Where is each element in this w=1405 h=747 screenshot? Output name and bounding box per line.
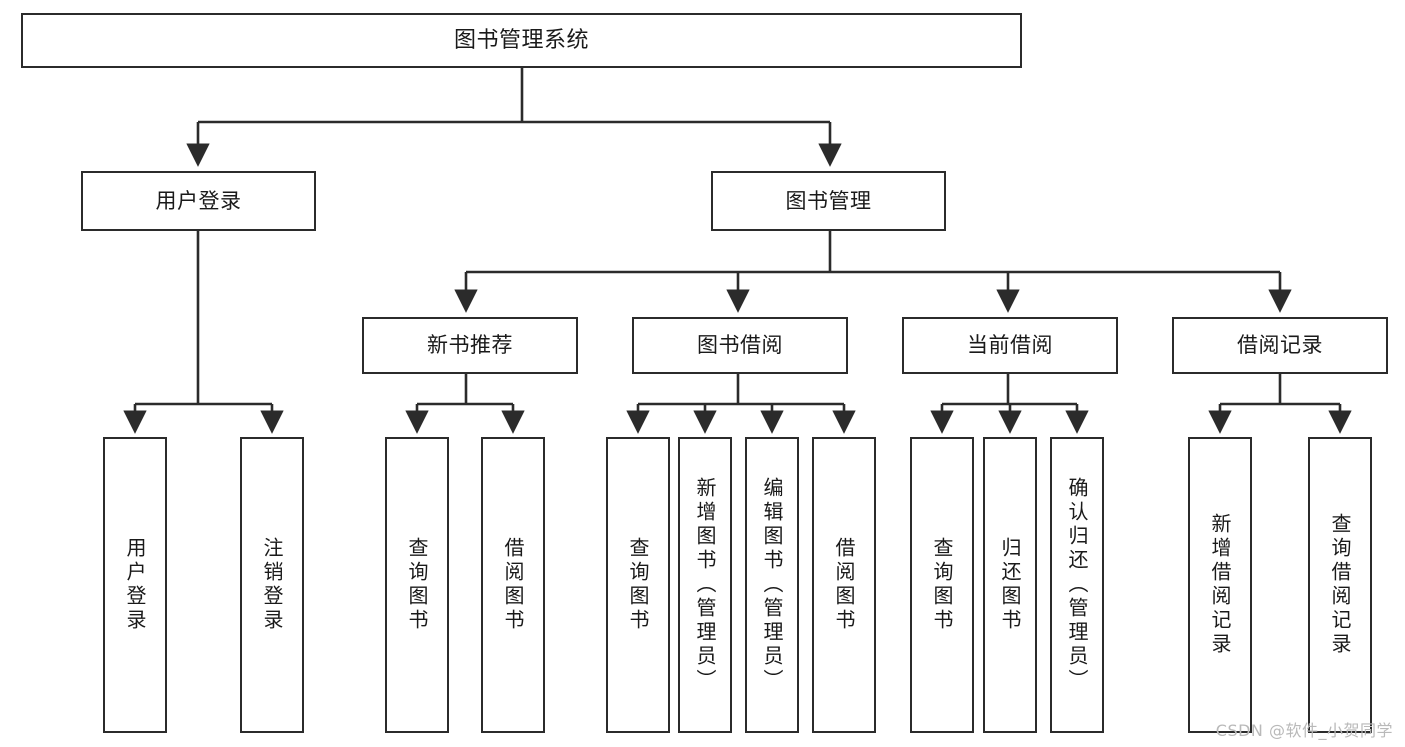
leaf-add-book[interactable]: 新增图书（管理员） — [678, 437, 732, 733]
edge-root-to-level2 — [186, 68, 842, 167]
node-borrow-record-label: 借阅记录 — [1237, 333, 1323, 358]
node-user-login-label: 用户登录 — [155, 188, 242, 213]
leaf-borrow-book-2-label: 借阅图书 — [832, 537, 856, 633]
leaf-confirm-return[interactable]: 确认归还（管理员） — [1050, 437, 1104, 733]
leaf-query-book-1[interactable]: 查询图书 — [385, 437, 449, 733]
leaf-query-book-2-label: 查询图书 — [626, 537, 650, 633]
node-root[interactable]: 图书管理系统 — [21, 13, 1022, 68]
leaf-edit-book-label: 编辑图书（管理员） — [760, 477, 784, 693]
edge-bookborrow-to-leaves — [626, 374, 856, 434]
leaf-user-logout-label: 注销登录 — [260, 537, 284, 633]
edge-bookmanage-to-level3 — [454, 231, 1292, 313]
node-book-borrow[interactable]: 图书借阅 — [632, 317, 848, 374]
leaf-borrow-book-2[interactable]: 借阅图书 — [812, 437, 876, 733]
node-new-book-rec-label: 新书推荐 — [427, 333, 513, 358]
edge-currentborrow-to-leaves — [930, 374, 1089, 434]
leaf-edit-book[interactable]: 编辑图书（管理员） — [745, 437, 799, 733]
leaf-query-record[interactable]: 查询借阅记录 — [1308, 437, 1372, 733]
node-book-manage[interactable]: 图书管理 — [711, 171, 946, 231]
edge-newbookrec-to-leaves — [405, 374, 525, 434]
leaf-query-book-1-label: 查询图书 — [405, 537, 429, 633]
edge-borrowrecord-to-leaves — [1208, 374, 1352, 434]
leaf-user-login[interactable]: 用户登录 — [103, 437, 167, 733]
leaf-add-book-label: 新增图书（管理员） — [693, 477, 717, 693]
leaf-borrow-book-1[interactable]: 借阅图书 — [481, 437, 545, 733]
node-new-book-rec[interactable]: 新书推荐 — [362, 317, 578, 374]
leaf-user-login-label: 用户登录 — [123, 537, 147, 633]
watermark: CSDN @软件_小贺同学 — [1215, 721, 1393, 740]
node-current-borrow-label: 当前借阅 — [967, 333, 1053, 358]
leaf-query-book-3-label: 查询图书 — [930, 537, 954, 633]
leaf-borrow-book-1-label: 借阅图书 — [501, 537, 525, 633]
edge-userlogin-to-leaves — [123, 231, 284, 434]
leaf-query-book-3[interactable]: 查询图书 — [910, 437, 974, 733]
node-user-login[interactable]: 用户登录 — [81, 171, 316, 231]
node-book-borrow-label: 图书借阅 — [697, 333, 783, 358]
node-borrow-record[interactable]: 借阅记录 — [1172, 317, 1388, 374]
leaf-add-record-label: 新增借阅记录 — [1208, 513, 1232, 657]
leaf-return-book[interactable]: 归还图书 — [983, 437, 1037, 733]
leaf-query-book-2[interactable]: 查询图书 — [606, 437, 670, 733]
leaf-confirm-return-label: 确认归还（管理员） — [1065, 477, 1089, 693]
leaf-query-record-label: 查询借阅记录 — [1328, 513, 1352, 657]
node-root-label: 图书管理系统 — [453, 27, 589, 53]
leaf-user-logout[interactable]: 注销登录 — [240, 437, 304, 733]
leaf-add-record[interactable]: 新增借阅记录 — [1188, 437, 1252, 733]
leaf-return-book-label: 归还图书 — [998, 537, 1022, 633]
node-book-manage-label: 图书管理 — [785, 188, 872, 213]
node-current-borrow[interactable]: 当前借阅 — [902, 317, 1118, 374]
